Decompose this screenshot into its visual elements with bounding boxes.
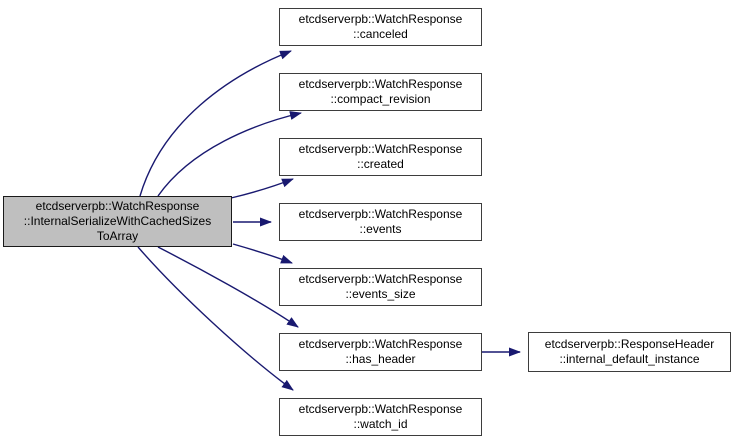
node-created[interactable]: etcdserverpb::WatchResponse ::created	[279, 138, 482, 176]
node-label-line: ::internal_default_instance	[559, 352, 700, 366]
node-watch-id[interactable]: etcdserverpb::WatchResponse ::watch_id	[279, 398, 482, 436]
node-label-line: ::created	[357, 157, 404, 171]
node-internal-serialize-with-cached-sizes-to-array: etcdserverpb::WatchResponse ::InternalSe…	[3, 196, 232, 247]
node-internal-default-instance[interactable]: etcdserverpb::ResponseHeader ::internal_…	[528, 332, 731, 372]
edge-main-to-events-size	[232, 243, 293, 264]
node-label-line: ::canceled	[353, 27, 408, 41]
node-canceled[interactable]: etcdserverpb::WatchResponse ::canceled	[279, 8, 482, 46]
node-label-line: ::events	[359, 222, 402, 236]
node-compact-revision[interactable]: etcdserverpb::WatchResponse ::compact_re…	[279, 73, 482, 111]
node-label-line: ::events_size	[345, 287, 416, 301]
node-has-header[interactable]: etcdserverpb::WatchResponse ::has_header	[279, 333, 482, 371]
node-events-size[interactable]: etcdserverpb::WatchResponse ::events_siz…	[279, 268, 482, 306]
node-label-line: ::InternalSerializeWithCachedSizes	[23, 214, 212, 228]
edge-main-to-has-header	[157, 246, 299, 328]
node-label-line: ::has_header	[345, 352, 416, 366]
edge-main-to-canceled	[139, 50, 292, 197]
node-label-line: etcdserverpb::WatchResponse	[298, 12, 463, 26]
node-label-line: ::compact_revision	[330, 92, 431, 106]
node-label-line: ToArray	[96, 229, 139, 243]
node-label-line: etcdserverpb::WatchResponse	[298, 272, 463, 286]
node-label-line: etcdserverpb::WatchResponse	[298, 142, 463, 156]
edge-main-to-created	[230, 178, 294, 199]
node-label-line: etcdserverpb::ResponseHeader	[544, 337, 715, 351]
node-label-line: ::watch_id	[353, 417, 408, 431]
node-label-line: etcdserverpb::WatchResponse	[35, 199, 200, 213]
node-label-line: etcdserverpb::WatchResponse	[298, 77, 463, 91]
node-label-line: etcdserverpb::WatchResponse	[298, 207, 463, 221]
node-events[interactable]: etcdserverpb::WatchResponse ::events	[279, 203, 482, 241]
node-label-line: etcdserverpb::WatchResponse	[298, 337, 463, 351]
edge-main-to-compact-revision	[157, 111, 302, 197]
node-label-line: etcdserverpb::WatchResponse	[298, 402, 463, 416]
edge-main-to-watch-id	[137, 246, 294, 391]
